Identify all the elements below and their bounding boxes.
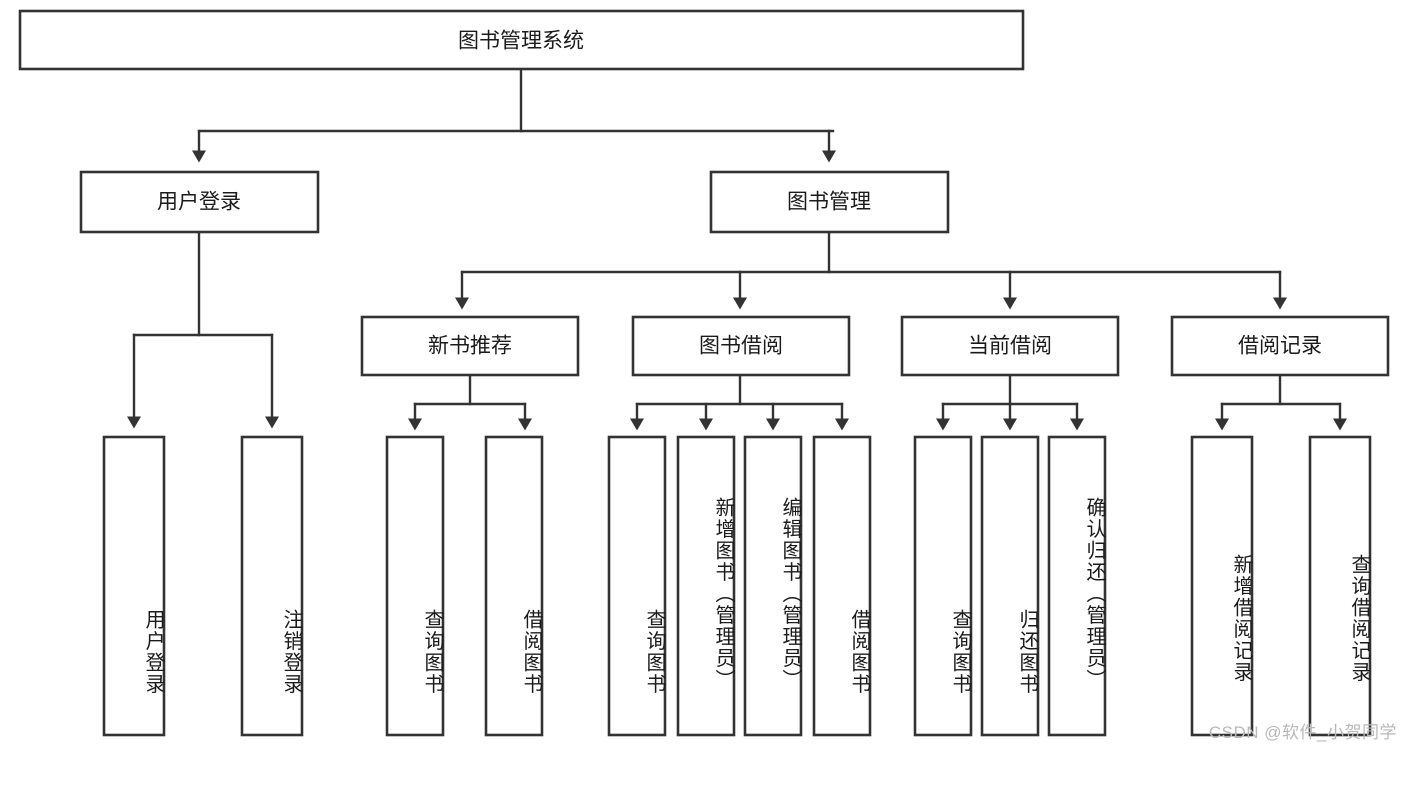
node-leaf-confirm-return[interactable] <box>1047 435 1107 737</box>
node-label-book-manage: 图书管理 <box>787 191 871 214</box>
node-current-borrow[interactable]: 当前借阅 <box>900 315 1120 377</box>
node-leaf-query-book-3[interactable] <box>913 435 973 737</box>
node-leaf-query-book-2[interactable] <box>607 435 667 737</box>
node-leaf-borrow-book-2[interactable] <box>812 435 872 737</box>
connector-bookborrow-to-leaves <box>630 373 849 431</box>
connector-userlogin-to-leaves <box>127 230 279 429</box>
node-leaf-query-record[interactable] <box>1308 435 1372 737</box>
connector-newbook-to-leaves <box>408 373 532 431</box>
node-leaf-edit-book[interactable] <box>743 435 803 737</box>
node-leaf-user-login[interactable] <box>102 435 166 737</box>
node-book-management-system[interactable]: 图书管理系统 <box>18 9 1025 71</box>
node-book-manage[interactable]: 图书管理 <box>709 170 950 234</box>
node-label-book-borrow: 图书借阅 <box>699 335 783 358</box>
node-user-login[interactable]: 用户登录 <box>79 170 320 234</box>
connector-borrowrecord-to-leaves <box>1215 373 1347 431</box>
connector-bookmanage-to-level3 <box>455 230 1287 310</box>
diagram-canvas: 图书管理系统 用户登录 图书管理 新书推荐 图书借阅 当前借阅 借阅记录 <box>18 9 1397 742</box>
node-label-borrow-record: 借阅记录 <box>1238 335 1322 358</box>
node-leaf-query-book-1[interactable] <box>385 435 445 737</box>
node-leaf-borrow-book-1[interactable] <box>484 435 544 737</box>
node-new-book-recommend[interactable]: 新书推荐 <box>360 315 580 377</box>
node-leaf-add-book[interactable] <box>676 435 736 737</box>
node-leaf-logout-login[interactable] <box>240 435 304 737</box>
node-label-new-book-recommend: 新书推荐 <box>428 335 512 358</box>
node-leaf-return-book[interactable] <box>980 435 1040 737</box>
node-label-root: 图书管理系统 <box>458 30 584 53</box>
csdn-watermark: CSDN @软件_小贺同学 <box>1208 723 1397 742</box>
connector-currentborrow-to-leaves <box>936 373 1084 431</box>
connector-root-to-level2 <box>192 67 836 163</box>
org-chart-svg: 图书管理系统 用户登录 图书管理 新书推荐 图书借阅 当前借阅 借阅记录 <box>18 9 1390 737</box>
node-label-user-login: 用户登录 <box>157 191 241 214</box>
node-label-current-borrow: 当前借阅 <box>968 335 1052 358</box>
node-borrow-record[interactable]: 借阅记录 <box>1170 315 1390 377</box>
node-book-borrow[interactable]: 图书借阅 <box>631 315 851 377</box>
node-leaf-add-record[interactable] <box>1190 435 1254 737</box>
